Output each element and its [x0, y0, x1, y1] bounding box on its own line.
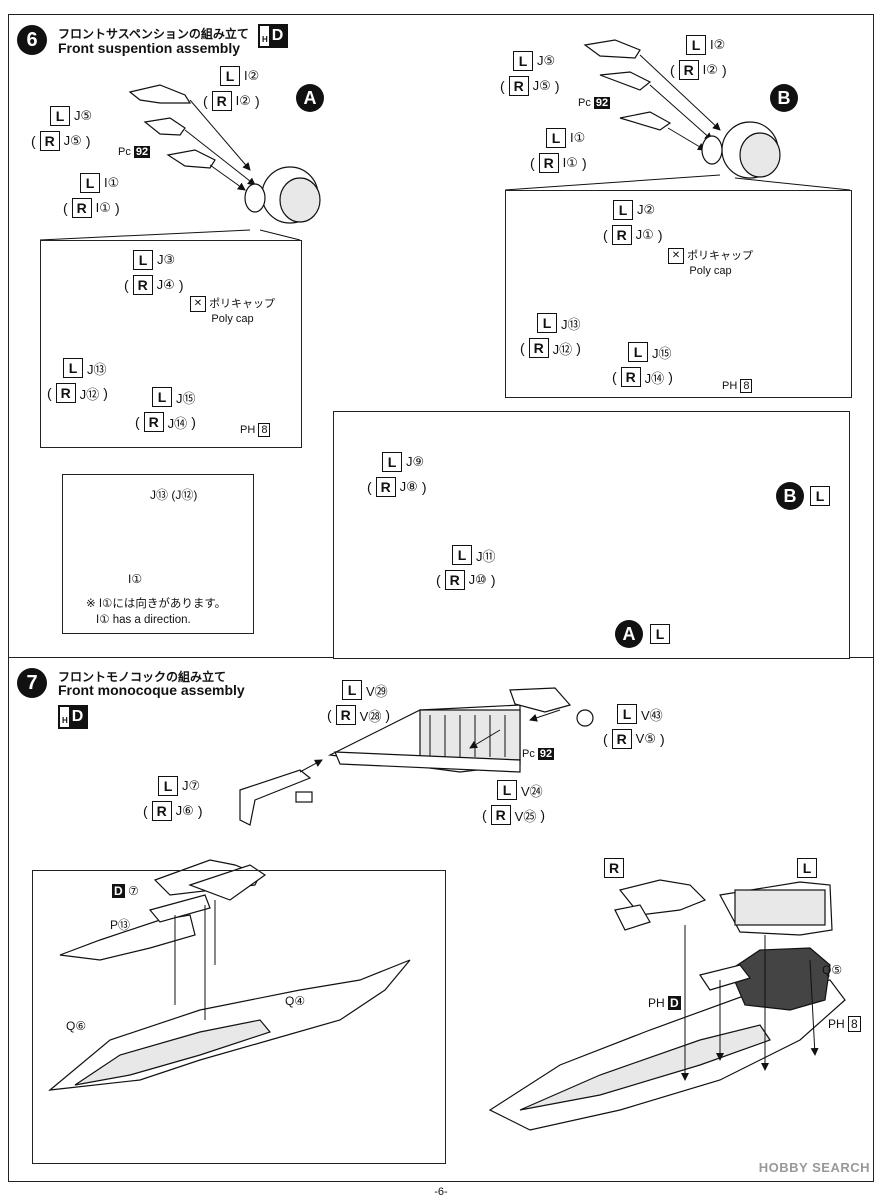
label-q6: Q⑥ — [66, 1019, 87, 1033]
step7-drawing — [48, 687, 846, 1131]
step6-title-jp: フロントサスペンションの組み立て — [58, 27, 249, 41]
group-a-chassis-side: L — [650, 624, 670, 644]
pc-92-a: Pc 92 — [118, 146, 151, 158]
paint-badge-ph-d-7: H D — [58, 705, 89, 729]
label-ph8-right: PH 8 — [828, 1016, 861, 1032]
group-a-chassis-marker: A — [615, 620, 643, 648]
detail-inset — [62, 474, 254, 634]
label-ph-d-right: PH D — [648, 996, 681, 1010]
step6-title-en: Front suspention assembly — [58, 40, 241, 56]
group-b-marker: B — [770, 84, 798, 112]
step7-title-jp: フロントモノコックの組み立て — [58, 670, 227, 684]
detail-top-label: J⑬ (J⑫) — [150, 488, 198, 502]
step7-title-en: Front monocoque assembly — [58, 682, 245, 698]
detail-note: ※ I①には向きがあります。 I① has a direction. — [86, 598, 227, 626]
group-a-marker: A — [296, 84, 324, 112]
ph-8-b: PH 8 — [722, 379, 753, 393]
paint-sub: H — [262, 35, 268, 44]
pc-92-7: Pc 92 — [522, 748, 555, 760]
group-b-chassis-marker: B — [776, 482, 804, 510]
chassis-inset — [333, 411, 850, 659]
page-number: -6- — [434, 1186, 448, 1198]
inset-a — [40, 240, 302, 448]
ph-8-a: PH 8 — [240, 423, 271, 437]
detail-bottom-label: I① — [128, 572, 143, 586]
inset-b — [505, 190, 852, 398]
pc-92-b: Pc 92 — [578, 97, 611, 109]
label-right-r: R — [604, 858, 624, 878]
step7-inset-left — [32, 870, 446, 1164]
label-p13: P⑬ — [110, 918, 131, 932]
group-b-chassis-side: L — [810, 486, 830, 506]
page-frame — [8, 14, 874, 1182]
paint-code: D — [268, 26, 287, 46]
label-q5: Q⑤ — [822, 963, 843, 977]
paint-badge-ph-d: H D — [258, 24, 289, 48]
step-number-7: 7 — [17, 668, 47, 698]
step-number-6: 6 — [17, 25, 47, 55]
watermark: HOBBY SEARCH — [758, 1160, 870, 1175]
label-q4: Q④ — [285, 994, 306, 1008]
label-right-l: L — [797, 858, 817, 878]
label-d7: D ⑦ — [112, 884, 139, 898]
